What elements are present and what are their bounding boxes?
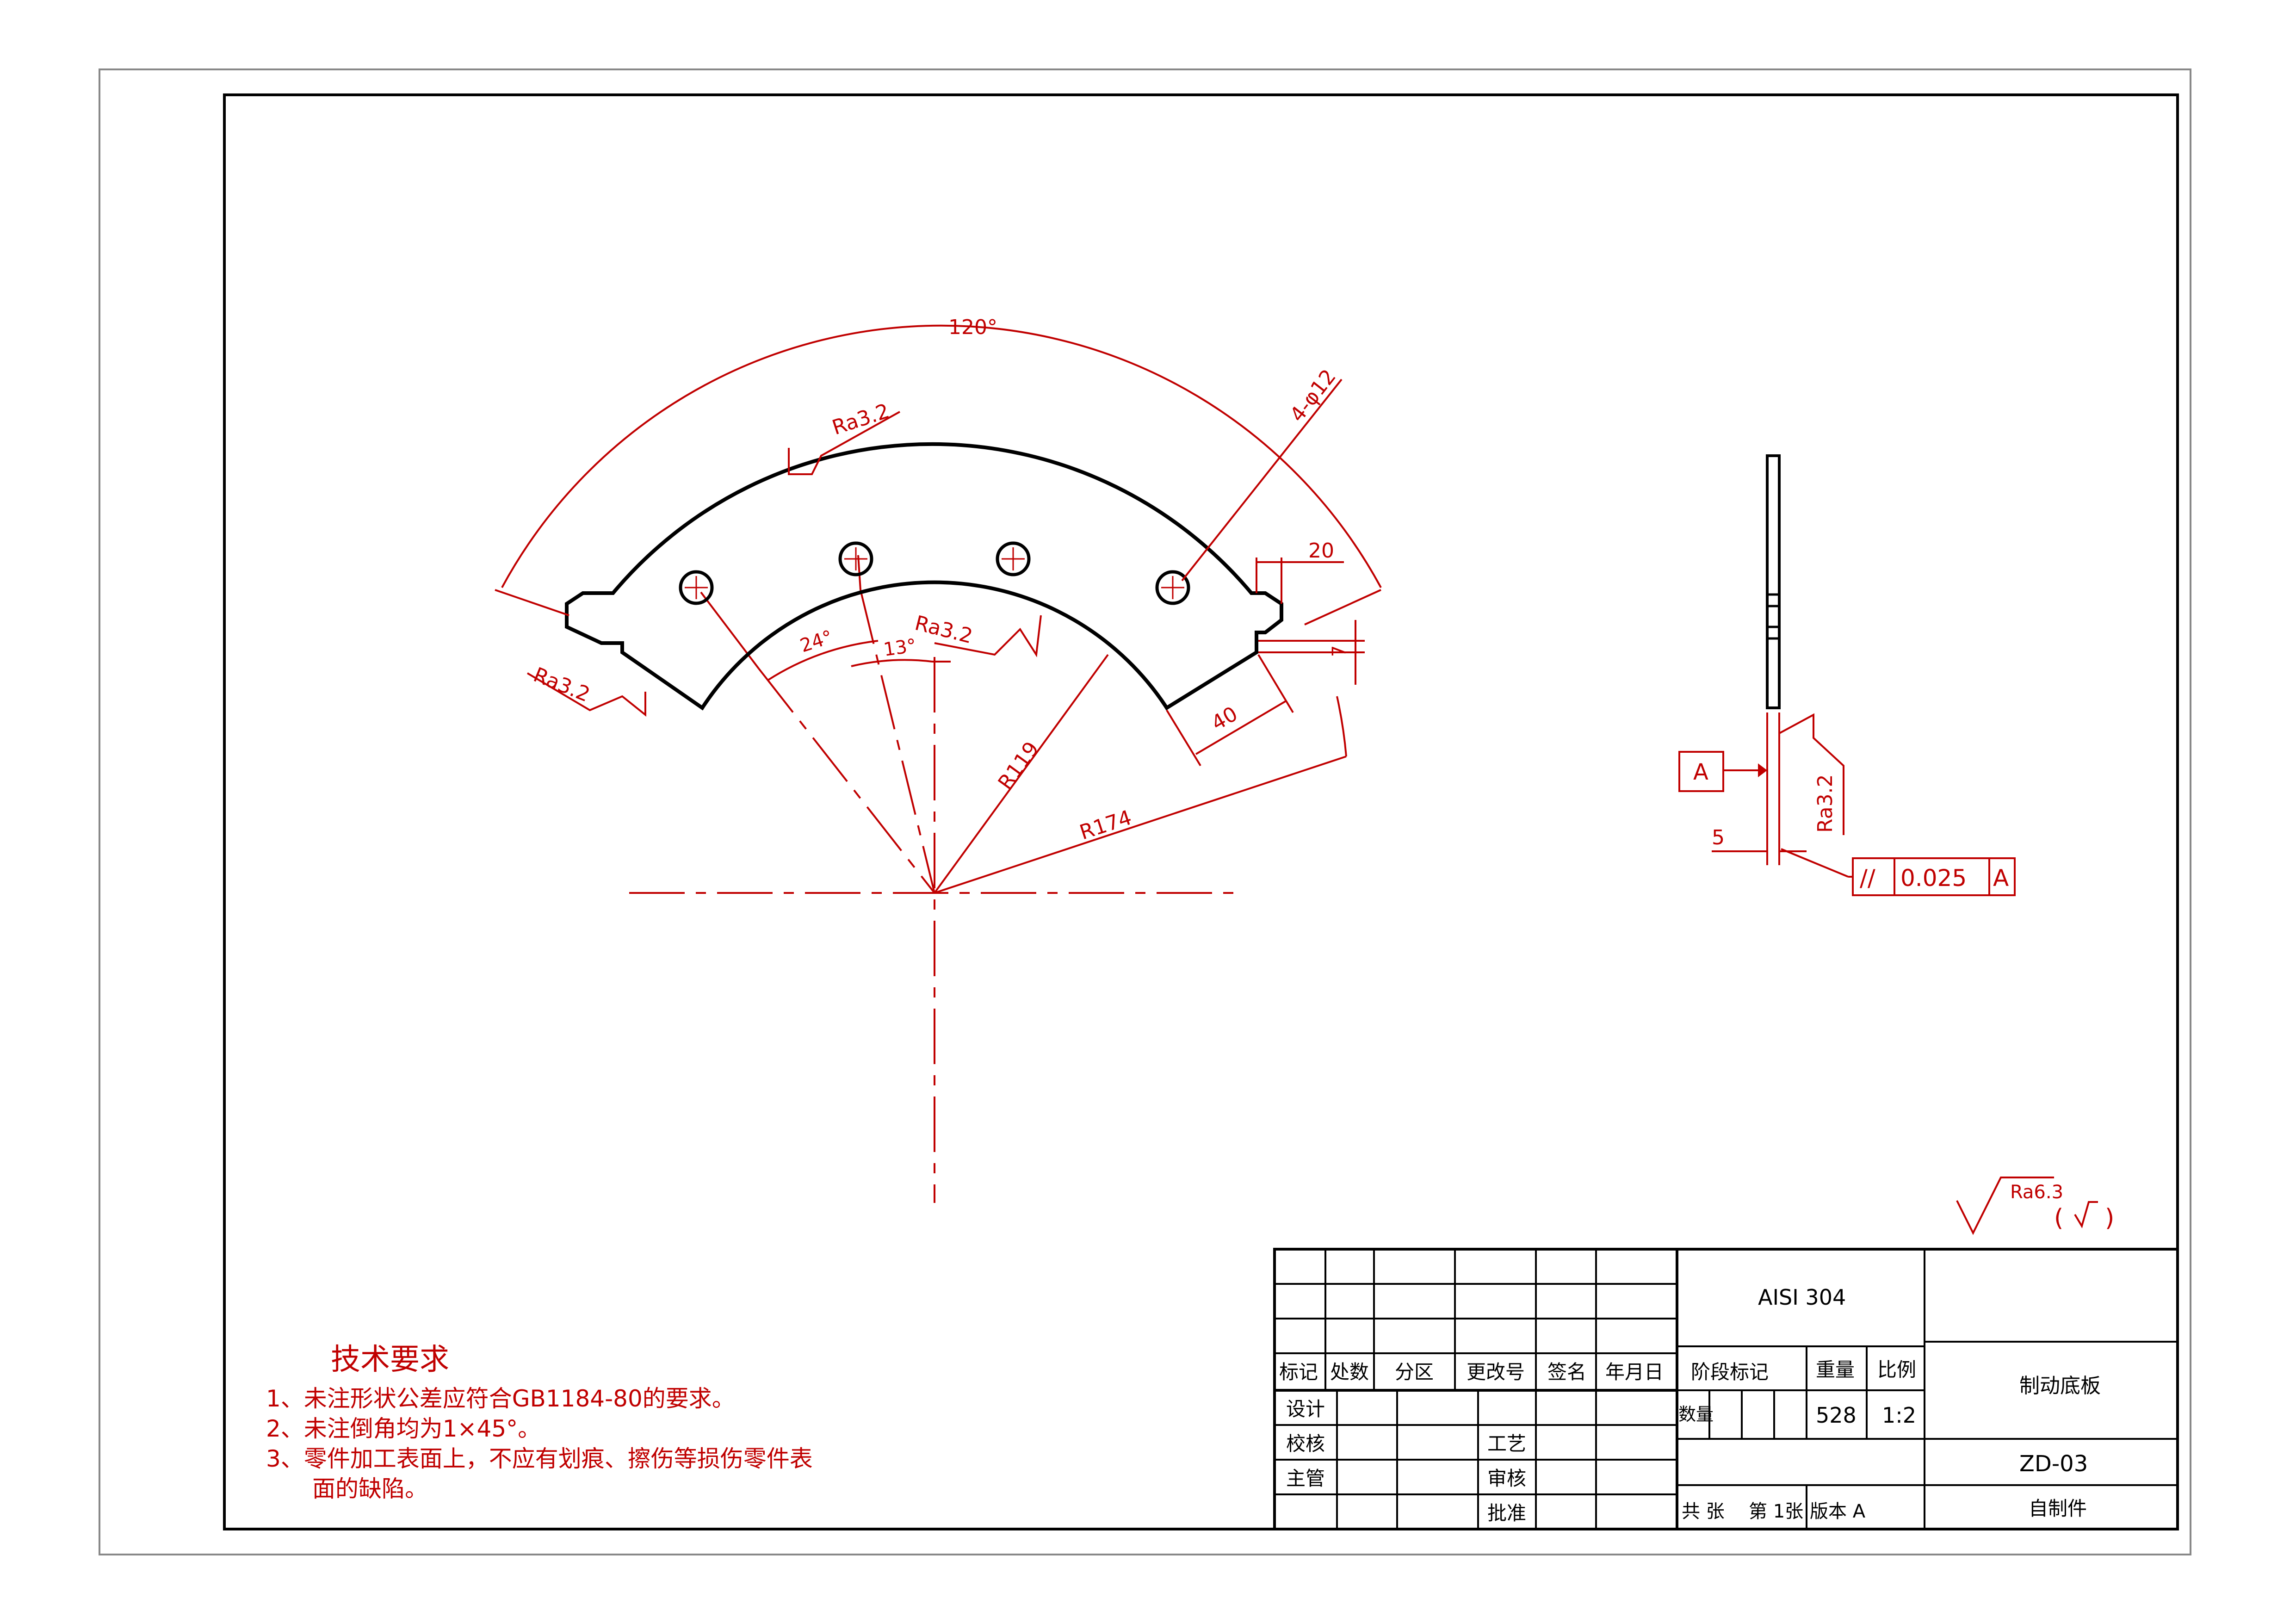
role-chief: 主管: [1286, 1467, 1325, 1490]
hole-2: [838, 541, 873, 576]
dim-7-label: 7: [1329, 645, 1350, 657]
hole-4: [1155, 570, 1190, 605]
role-check: 校核: [1286, 1432, 1325, 1455]
angle-13-dim-arc: [851, 659, 933, 667]
role-design: 设计: [1286, 1398, 1325, 1420]
sheet-number: 第 1张: [1749, 1501, 1803, 1522]
title-block-text: 标记 处数 分区 更改号 签名 年月日 设计 校核 主管 工艺 审核 批准 AI…: [1279, 1285, 2101, 1524]
hole-radial-line-1: [758, 668, 935, 894]
material: AISI 304: [1758, 1285, 1846, 1310]
dim-20-label: 20: [1308, 539, 1334, 563]
role-approve: 批准: [1487, 1502, 1526, 1524]
outer-border: [99, 68, 2191, 1555]
roughness-symbol-side: Ra3.2: [1779, 713, 1844, 835]
hole-radial-line-3: [700, 591, 760, 669]
parallelism-tolerance-frame: // 0.025 A: [1852, 857, 2016, 896]
scale-value: 1:2: [1882, 1403, 1916, 1428]
roughness-symbol-inner: Ra3.2: [912, 611, 1042, 657]
svg-text:Ra3.2: Ra3.2: [1813, 774, 1837, 833]
tech-req-line-3-cont: 面的缺陷。: [312, 1475, 428, 1502]
side-view: A 5 Ra3.2 // 0.025 A: [1678, 454, 2016, 896]
thickness-label: 5: [1712, 826, 1725, 849]
hole-3: [996, 541, 1031, 576]
role-review: 审核: [1487, 1467, 1526, 1490]
drawing-number: ZD-03: [2019, 1451, 2088, 1477]
svg-text:0.025: 0.025: [1900, 865, 1967, 892]
tech-req-line-1: 1、未注形状公差应符合GB1184-80的要求。: [266, 1385, 735, 1412]
svg-text:Ra6.3: Ra6.3: [2010, 1182, 2063, 1203]
technical-requirements: 技术要求 1、未注形状公差应符合GB1184-80的要求。 2、未注倒角均为1×…: [266, 1343, 813, 1502]
role-process: 工艺: [1487, 1432, 1526, 1455]
plate-side-profile: [1766, 454, 1781, 709]
tech-req-title: 技术要求: [331, 1343, 449, 1377]
stage-mark: 阶段标记: [1691, 1361, 1769, 1383]
front-view: 120° 4-φ12 Ra3.2 Ra3.2 Ra3.2 24° 13° R11…: [495, 316, 1382, 1203]
radius-outer-label: R174: [1077, 806, 1135, 845]
radius-inner-leader: [934, 654, 1109, 894]
svg-text:Ra3.2: Ra3.2: [912, 611, 975, 648]
svg-text:): ): [2105, 1204, 2114, 1232]
part-source: 自制件: [2029, 1497, 2087, 1520]
mounting-holes: [679, 541, 1190, 605]
angle-24-label: 24°: [798, 626, 835, 657]
holes-callout: 4-φ12: [1285, 365, 1341, 427]
hole-radial-line-2: [860, 589, 935, 893]
angle-120-label: 120°: [948, 316, 997, 339]
header-zone: 分区: [1395, 1361, 1434, 1383]
header-signature: 签名: [1547, 1361, 1586, 1383]
tech-req-line-2: 2、未注倒角均为1×45°。: [266, 1415, 541, 1442]
radius-inner-label: R119: [994, 737, 1044, 794]
scale-label: 比例: [1877, 1358, 1916, 1381]
header-mark: 标记: [1279, 1361, 1318, 1383]
quantity-label: 数量: [1678, 1404, 1714, 1425]
version: 版本 A: [1810, 1501, 1866, 1522]
weight-label: 重量: [1816, 1358, 1855, 1381]
header-count: 处数: [1330, 1361, 1369, 1383]
svg-text://: //: [1860, 865, 1875, 892]
svg-text:(: (: [2054, 1204, 2063, 1232]
roughness-symbol-left: Ra3.2: [526, 663, 646, 717]
svg-text:Ra3.2: Ra3.2: [530, 663, 593, 707]
radius-outer-leader: [934, 756, 1347, 894]
header-date: 年月日: [1605, 1361, 1664, 1383]
angle-120-dim-arc: [501, 324, 1382, 588]
brake-plate-outline: [565, 442, 1283, 711]
title-block: [1273, 1248, 2179, 1530]
sheets-total: 共 张: [1682, 1501, 1725, 1522]
inner-frame: [223, 93, 2179, 1530]
datum-a-label: A: [1693, 759, 1708, 785]
angle-24-dim-arc: [767, 640, 879, 681]
part-name: 制动底板: [2019, 1374, 2101, 1398]
tech-req-line-3: 3、零件加工表面上，不应有划痕、擦伤等损伤零件表: [266, 1445, 813, 1472]
general-roughness-symbol: Ra6.3 ( ): [1956, 1177, 2114, 1235]
svg-text:A: A: [1993, 865, 2009, 892]
hole-1: [679, 570, 714, 605]
weight-value: 528: [1816, 1403, 1857, 1428]
angle-13-label: 13°: [882, 635, 918, 660]
datum-a-box: [1678, 751, 1724, 792]
dim-40-line: [1195, 700, 1287, 755]
header-change-no: 更改号: [1467, 1361, 1525, 1383]
